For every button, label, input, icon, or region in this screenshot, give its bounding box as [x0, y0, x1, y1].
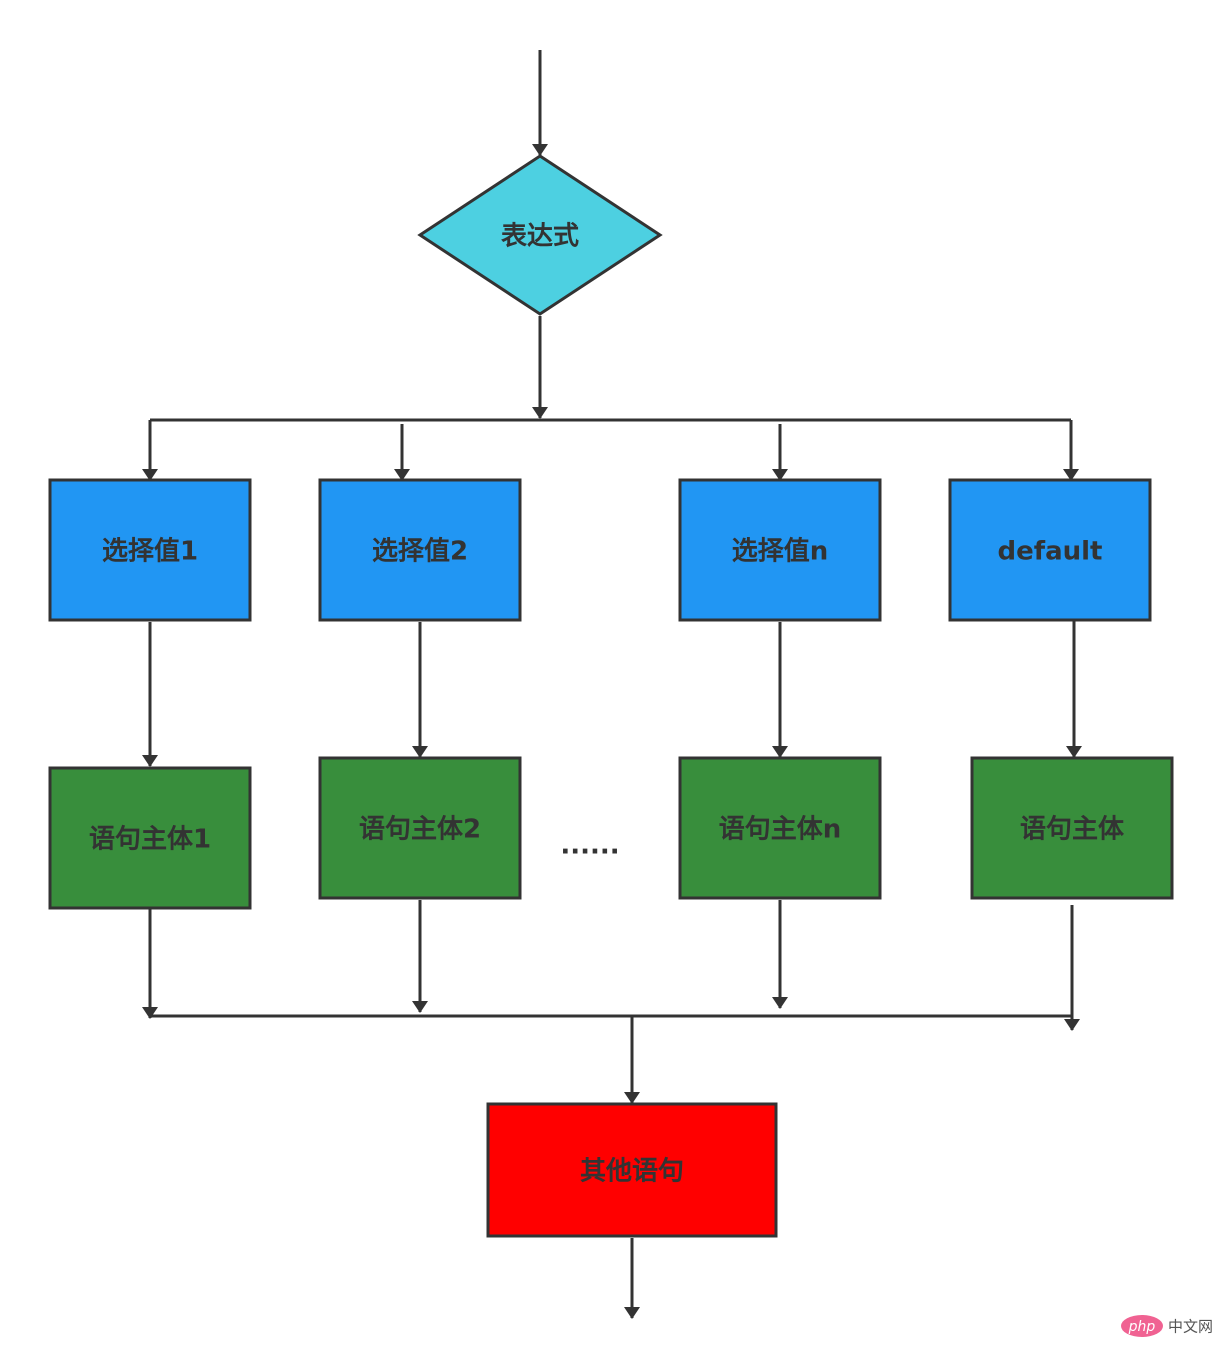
choice-label-1: 选择值1: [102, 537, 198, 567]
choice-box-2: [318, 478, 522, 622]
php-watermark: php 中文网: [1121, 1315, 1213, 1337]
choice-label-default: default: [998, 537, 1103, 567]
choice-label-2: 选择值2: [372, 537, 468, 567]
body-label-2: 语句主体2: [359, 815, 481, 845]
body-box-default: [970, 756, 1174, 900]
body-label-n: 语句主体n: [719, 815, 842, 845]
other-statements-label: 其他语句: [580, 1157, 684, 1187]
body-box-2: [318, 756, 522, 900]
choice-box-n: [678, 478, 882, 622]
php-watermark-text: 中文网: [1168, 1318, 1213, 1336]
connectors: [142, 50, 1082, 1319]
expression-diamond: [417, 154, 663, 316]
php-logo-badge-text: php: [1128, 1319, 1156, 1335]
php-logo-icon: [1121, 1315, 1163, 1337]
choice-box-1: [48, 478, 252, 622]
body-label-1: 语句主体1: [89, 825, 211, 855]
body-label-default: 语句主体: [1020, 815, 1125, 845]
other-statements-box: [486, 1102, 778, 1238]
body-box-n: [678, 756, 882, 900]
choice-box-default: [948, 478, 1152, 622]
choice-label-n: 选择值n: [732, 537, 829, 567]
ellipsis-label: ......: [560, 831, 619, 861]
expression-label: 表达式: [501, 222, 579, 252]
body-box-1: [48, 766, 252, 910]
